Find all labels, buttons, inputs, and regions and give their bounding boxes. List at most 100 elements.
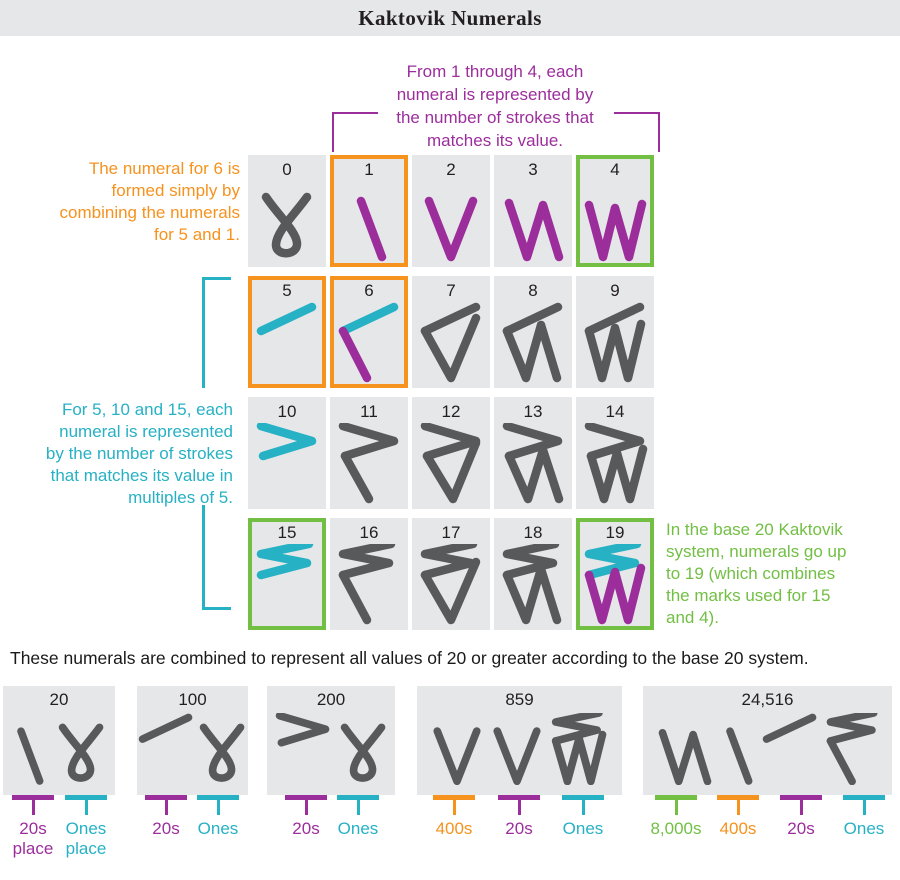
place-bracket-ones: Ones bbox=[197, 795, 239, 865]
place-bracket-400s: 400s bbox=[717, 795, 759, 865]
place-bracket-stem-icon bbox=[581, 800, 585, 815]
place-label: Ones bbox=[197, 819, 239, 838]
example-glyph-row bbox=[267, 713, 395, 785]
example-box-24516: 24,516 bbox=[643, 686, 892, 795]
example-box-20: 20 bbox=[3, 686, 115, 795]
numeral-glyph-16 bbox=[338, 544, 396, 625]
place-bracket-bar-icon bbox=[433, 795, 475, 800]
numeral-glyph-2 bbox=[424, 196, 478, 262]
numeral-glyph-19 bbox=[584, 544, 646, 625]
place-label: 20s bbox=[152, 819, 180, 838]
example-glyph-row bbox=[137, 713, 248, 785]
numeral-cell-12: 12 bbox=[412, 397, 490, 509]
numeral-cell-18: 18 bbox=[494, 518, 572, 630]
purple-bracket-left-icon bbox=[332, 112, 378, 152]
numeral-cell-4: 4 bbox=[576, 155, 654, 267]
example-digit-glyph-0 bbox=[58, 723, 103, 782]
numeral-cell-16: 16 bbox=[330, 518, 408, 630]
numeral-value-label: 4 bbox=[610, 160, 620, 179]
numeral-cell-10: 10 bbox=[248, 397, 326, 509]
place-bracket-8-000s: 8,000s bbox=[650, 795, 702, 865]
numeral-value-label: 9 bbox=[610, 281, 620, 300]
numeral-cell-11: 11 bbox=[330, 397, 408, 509]
numeral-value-label: 1 bbox=[364, 160, 374, 179]
numeral-glyph-6 bbox=[338, 302, 399, 383]
numeral-cell-8: 8 bbox=[494, 276, 572, 388]
example-value-label: 859 bbox=[505, 690, 534, 709]
numeral-glyph-13 bbox=[502, 423, 564, 504]
example-digit-glyph-0 bbox=[199, 723, 245, 782]
numeral-cell-3: 3 bbox=[494, 155, 572, 267]
place-bracket-bar-icon bbox=[145, 795, 187, 800]
numeral-glyph-7 bbox=[420, 302, 481, 383]
place-label: 20s bbox=[505, 819, 533, 838]
numeral-value-label: 3 bbox=[528, 160, 538, 179]
annotation-six: The numeral for 6 is formed simply by co… bbox=[59, 159, 240, 244]
example-glyph-row bbox=[3, 713, 115, 785]
place-bracket-stem-icon bbox=[736, 800, 740, 815]
numeral-cell-1: 1 bbox=[330, 155, 408, 267]
example-value-label: 24,516 bbox=[741, 690, 794, 709]
place-bracket-20s: 20s bbox=[780, 795, 822, 865]
place-label: 20s bbox=[292, 819, 320, 838]
example-digit-glyph-2 bbox=[432, 727, 481, 785]
place-bracket-stem-icon bbox=[862, 800, 866, 815]
numeral-value-label: 14 bbox=[605, 402, 625, 421]
place-bracket-20s: 20s bbox=[285, 795, 327, 865]
place-bracket-stem-icon bbox=[164, 800, 168, 815]
numeral-glyph-10 bbox=[256, 423, 317, 461]
place-bracket-bar-icon bbox=[337, 795, 379, 800]
place-bracket-bar-icon bbox=[285, 795, 327, 800]
numeral-glyph-17 bbox=[420, 544, 481, 625]
place-label: Ones place bbox=[65, 819, 107, 858]
place-bracket-bar-icon bbox=[65, 795, 107, 800]
example-digit-glyph-0 bbox=[340, 723, 385, 782]
place-label: Ones bbox=[562, 819, 604, 838]
place-bracket-stem-icon bbox=[216, 800, 220, 815]
place-bracket-stem-icon bbox=[304, 800, 308, 815]
example-digit-glyph-3 bbox=[658, 728, 711, 785]
place-label: Ones bbox=[843, 819, 885, 838]
example-digit-glyph-10 bbox=[275, 713, 329, 747]
place-bracket-stem-icon bbox=[517, 800, 521, 815]
numeral-value-label: 10 bbox=[277, 402, 297, 421]
numeral-value-label: 13 bbox=[523, 402, 543, 421]
numeral-value-label: 15 bbox=[277, 523, 297, 542]
place-bracket-bar-icon bbox=[843, 795, 885, 800]
example-value-label: 100 bbox=[178, 690, 207, 709]
numeral-glyph-0 bbox=[261, 192, 312, 258]
numeral-glyph-9 bbox=[584, 302, 646, 383]
example-digit-glyph-5 bbox=[762, 713, 816, 743]
place-bracket-bar-icon bbox=[780, 795, 822, 800]
place-bracket-stem-icon bbox=[356, 800, 360, 815]
example-glyph-row bbox=[643, 713, 892, 785]
numeral-cell-7: 7 bbox=[412, 276, 490, 388]
numeral-value-label: 16 bbox=[359, 523, 379, 542]
page-title: Kaktovik Numerals bbox=[358, 6, 542, 30]
example-box-100: 100 bbox=[137, 686, 248, 795]
example-value-label: 20 bbox=[49, 690, 69, 709]
example-digit-glyph-1 bbox=[16, 727, 43, 785]
numeral-value-label: 7 bbox=[446, 281, 456, 300]
numeral-glyph-15 bbox=[256, 544, 314, 580]
place-bracket-ones: Ones bbox=[843, 795, 885, 865]
place-bracket-stem-icon bbox=[452, 800, 456, 815]
numeral-value-label: 6 bbox=[364, 281, 374, 300]
example-glyph-row bbox=[417, 713, 622, 785]
header-bar: Kaktovik Numerals bbox=[0, 0, 900, 36]
place-label: Ones bbox=[337, 819, 379, 838]
numeral-cell-6: 6 bbox=[330, 276, 408, 388]
numeral-cell-13: 13 bbox=[494, 397, 572, 509]
place-label: 20s place bbox=[12, 819, 54, 858]
combination-note: These numerals are combined to represent… bbox=[10, 648, 809, 668]
annotation-base20: In the base 20 Kaktovik system, numerals… bbox=[666, 520, 847, 627]
example-box-200: 200 bbox=[267, 686, 395, 795]
example-digit-glyph-1 bbox=[725, 727, 752, 785]
place-label: 400s bbox=[435, 819, 473, 838]
numeral-cell-9: 9 bbox=[576, 276, 654, 388]
teal-bracket-bottom-icon bbox=[202, 505, 231, 610]
numeral-glyph-11 bbox=[338, 423, 399, 504]
annotation-one-to-four: From 1 through 4, each numeral is repres… bbox=[396, 62, 594, 150]
place-bracket-bar-icon bbox=[12, 795, 54, 800]
numeral-cell-14: 14 bbox=[576, 397, 654, 509]
